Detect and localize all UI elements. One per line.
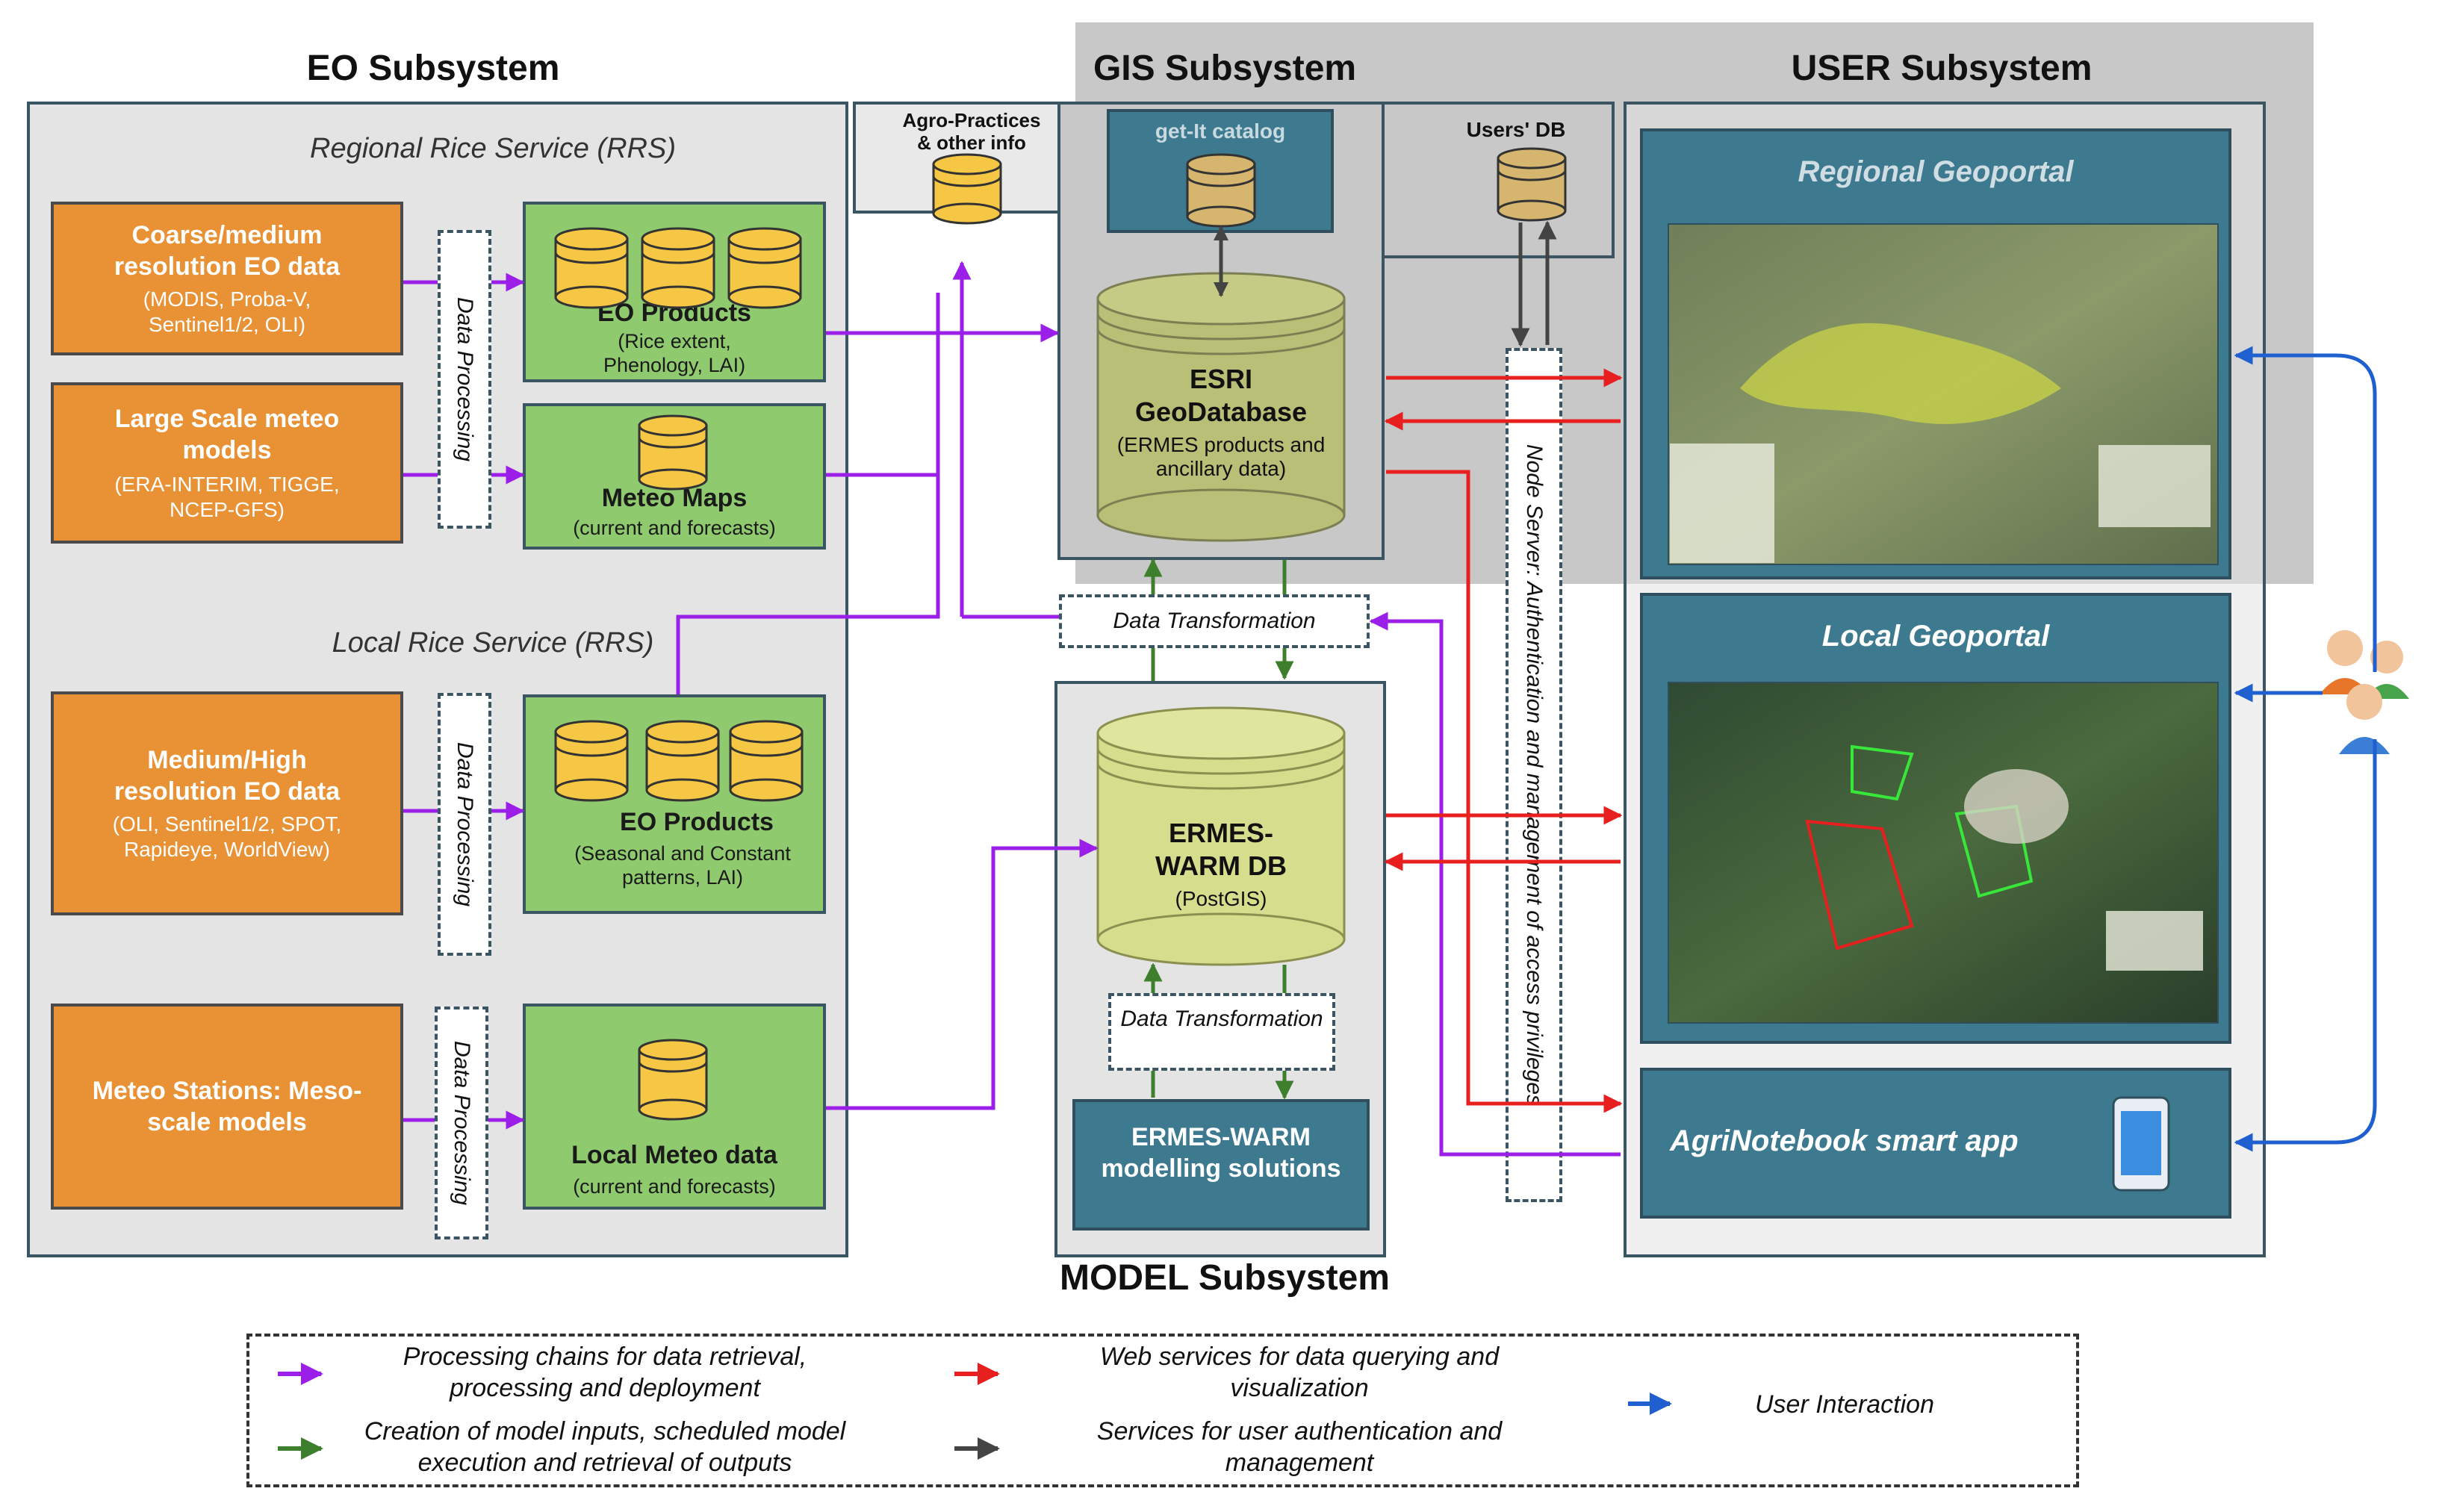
- large-scale-meteo-box: Large Scale meteo models (ERA-INTERIM, T…: [51, 382, 403, 544]
- data-transformation-model: Data Transformation: [1108, 993, 1335, 1071]
- db-cylinder-getit: [1186, 153, 1256, 228]
- data-processing-regional: Data Processing: [438, 230, 491, 529]
- local-rice-service-title: Local Rice Service (RRS): [332, 627, 654, 659]
- large-scale-meteo-sources: (ERA-INTERIM, TIGGE, NCEP-GFS): [114, 473, 340, 521]
- legend-text-green: Creation of model inputs, scheduled mode…: [364, 1417, 846, 1477]
- coarse-eo-data-title: Coarse/medium resolution EO data: [114, 221, 341, 281]
- medium-high-eo-data-box: Medium/High resolution EO data (OLI, Sen…: [51, 691, 403, 915]
- blue-connectors: [2234, 346, 2377, 1152]
- db-cylinder-agro-practices: [932, 153, 1002, 225]
- medium-high-eo-data-sources: (OLI, Sentinel1/2, SPOT, Rapideye, World…: [112, 812, 342, 861]
- legend-text-blue: User Interaction: [1755, 1390, 1934, 1419]
- legend-arrows: [278, 1363, 1672, 1460]
- regional-geoportal-title: Regional Geoportal: [1798, 155, 2074, 188]
- data-transformation-gis: Data Transformation: [1059, 594, 1370, 648]
- esri-geodatabase-label: ESRI GeoDatabase (ERMES products and anc…: [1104, 363, 1338, 481]
- agrinotebook-label: AgriNotebook smart app: [1670, 1124, 2019, 1157]
- purple-connectors: [403, 261, 1621, 1157]
- legend-text-red: Web services for data querying and visua…: [1099, 1343, 1500, 1402]
- large-scale-meteo-title: Large Scale meteo models: [114, 405, 340, 464]
- smartphone-icon: [2112, 1096, 2170, 1192]
- db-cylinder-meteo-maps: [638, 414, 708, 491]
- getit-catalog-label: get-It catalog: [1155, 119, 1286, 143]
- db-cylinder-users: [1497, 147, 1567, 222]
- meteo-maps-sub: (current and forecasts): [573, 517, 776, 539]
- medium-high-eo-data-title: Medium/High resolution EO data: [114, 746, 341, 806]
- local-geoportal-title: Local Geoportal: [1821, 620, 2050, 653]
- grey-connectors: [1214, 220, 1557, 347]
- local-meteo-title: Local Meteo data: [571, 1141, 777, 1169]
- users-group-icon: [2320, 630, 2409, 754]
- node-server-box: Node Server: Authentication and manageme…: [1506, 348, 1562, 1202]
- local-meteo-box: Local Meteo data (current and forecasts): [523, 1004, 826, 1210]
- gis-subsystem-title: GIS Subsystem: [1093, 49, 1357, 88]
- green-connectors: [1143, 558, 1294, 1100]
- regional-geoportal-map: [1668, 223, 2219, 565]
- ermes-warm-db-label: ERMES-WARM DB (PostGIS): [1104, 817, 1338, 911]
- data-processing-stations: Data Processing: [435, 1007, 488, 1239]
- db-cylinders-eo-local: [554, 720, 804, 802]
- ermes-warm-db-sub: (PostGIS): [1175, 887, 1267, 910]
- user-subsystem-title: USER Subsystem: [1791, 49, 2093, 88]
- coarse-eo-data-sources: (MODIS, Proba-V, Sentinel1/2, OLI): [143, 287, 311, 336]
- meteo-stations-box: Meteo Stations: Meso-scale models: [51, 1004, 403, 1210]
- ermes-warm-db-cylinder: [1096, 706, 1346, 966]
- red-connectors: [1384, 368, 1623, 1113]
- legend-text-purple: Processing chains for data retrieval, pr…: [403, 1343, 807, 1402]
- local-geoportal-map: [1668, 682, 2219, 1024]
- ermes-warm-db-title: ERMES-WARM DB: [1155, 818, 1287, 881]
- meteo-stations-title: Meteo Stations: Meso-scale models: [92, 1077, 362, 1136]
- eo-subsystem-title: EO Subsystem: [306, 49, 560, 88]
- coarse-eo-data-box: Coarse/medium resolution EO data (MODIS,…: [51, 202, 403, 355]
- esri-geodatabase-cylinder: [1096, 272, 1346, 542]
- eo-products-local-sub: (Seasonal and Constant patterns, LAI): [574, 842, 791, 889]
- eo-products-local-title: EO Products: [620, 808, 774, 836]
- legend-text-dark: Services for user authentication and man…: [1096, 1417, 1503, 1477]
- esri-geodatabase-sub: (ERMES products and ancillary data): [1116, 433, 1326, 480]
- regional-rice-service-title: Regional Rice Service (RRS): [310, 133, 676, 164]
- db-cylinder-local-meteo: [638, 1039, 708, 1121]
- users-db-label: Users' DB: [1466, 118, 1566, 141]
- eo-products-regional-sub: (Rice extent, Phenology, LAI): [603, 330, 746, 376]
- legend-box: [246, 1334, 2079, 1487]
- local-meteo-sub: (current and forecasts): [573, 1175, 776, 1198]
- agro-practices-label: Agro-Practices & other info: [902, 109, 1041, 154]
- model-subsystem-title: MODEL Subsystem: [1060, 1258, 1390, 1298]
- ermes-warm-modelling-box: ERMES-WARM modelling solutions: [1072, 1099, 1370, 1231]
- esri-geodatabase-title: ESRI GeoDatabase: [1134, 364, 1308, 427]
- data-processing-local: Data Processing: [438, 693, 491, 956]
- db-cylinders-eo-regional: [554, 227, 802, 309]
